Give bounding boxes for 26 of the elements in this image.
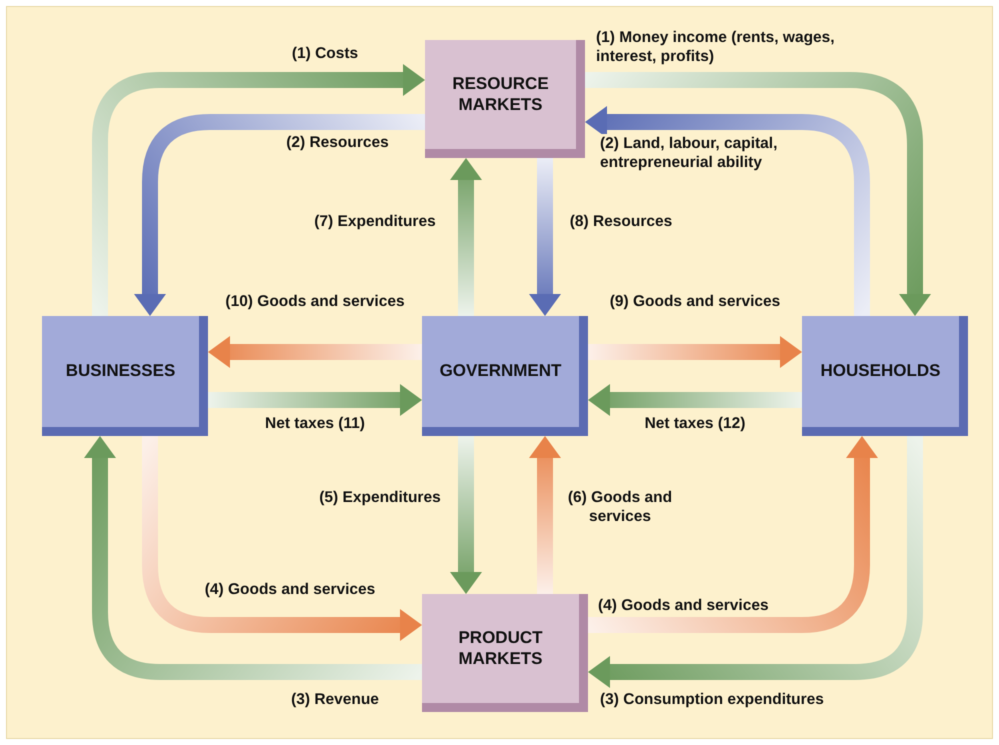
- arrow: [450, 436, 482, 594]
- arrow: [208, 336, 422, 368]
- market-box: [422, 594, 588, 712]
- arrow: [588, 436, 923, 688]
- market-box: [425, 40, 585, 158]
- arrow: [585, 106, 870, 316]
- node-label: GOVERNMENT: [438, 361, 562, 382]
- arrow: [142, 436, 422, 641]
- arrow: [92, 64, 425, 316]
- arrow: [450, 158, 482, 316]
- node-label: HOUSEHOLDS: [820, 361, 942, 382]
- sector-box: [802, 316, 968, 436]
- arrow: [134, 114, 425, 316]
- sector-box: [422, 316, 588, 436]
- arrow: [84, 436, 422, 680]
- sector-box: [42, 316, 208, 436]
- arrow: [585, 72, 931, 316]
- node-label: PRODUCT MARKETS: [457, 628, 544, 669]
- arrow: [588, 336, 802, 368]
- node-label: BUSINESSES: [64, 361, 176, 382]
- arrow: [588, 384, 802, 416]
- arrow: [529, 158, 561, 316]
- node-label: RESOURCE MARKETS: [451, 74, 550, 115]
- arrow: [588, 436, 878, 633]
- arrow: [208, 384, 422, 416]
- arrow: [529, 436, 561, 594]
